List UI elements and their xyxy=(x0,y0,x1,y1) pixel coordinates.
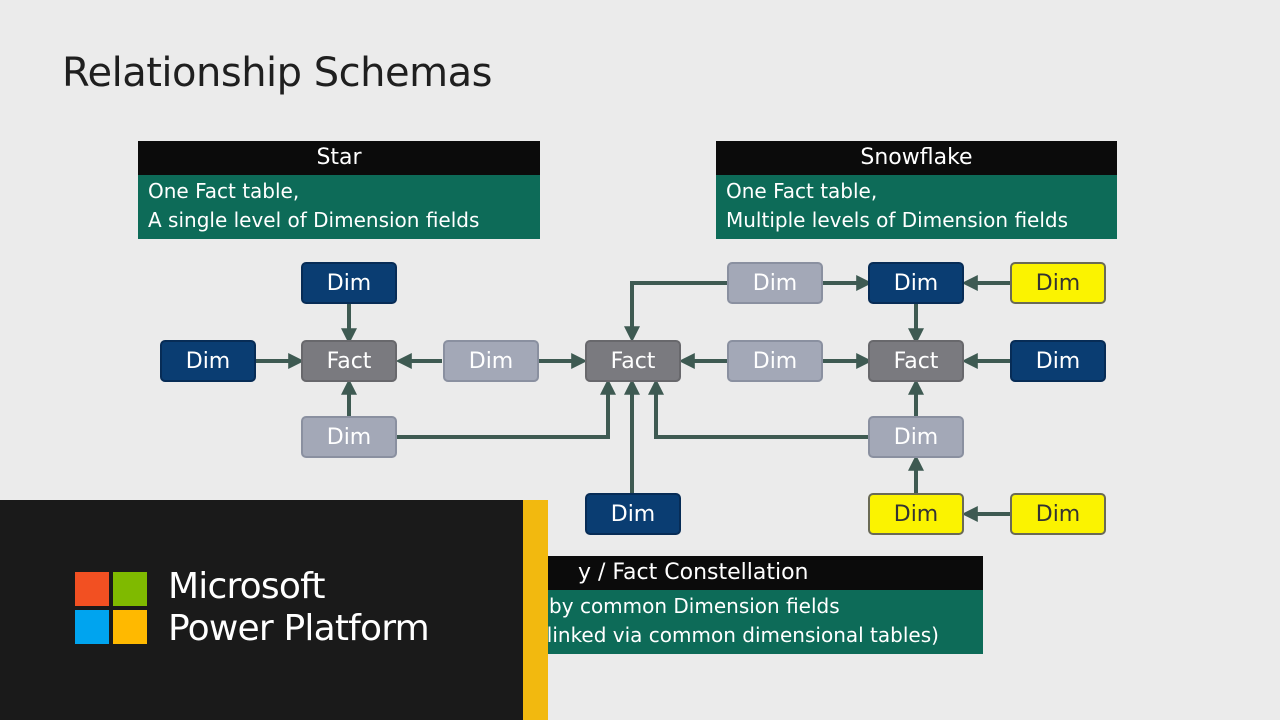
snowflake-description: One Fact table, Multiple levels of Dimen… xyxy=(716,175,1117,239)
snow-dim-lower: Dim xyxy=(868,416,964,458)
snow-dim-right: Dim xyxy=(1010,340,1106,382)
center-dim-bottom: Dim xyxy=(585,493,681,535)
snow-dim-middle-light: Dim xyxy=(727,340,823,382)
star-line-1: One Fact table, xyxy=(148,179,300,203)
shared-dim: Dim xyxy=(443,340,539,382)
snowflake-callout: Snowflake One Fact table, Multiple level… xyxy=(716,141,1117,239)
star-callout: Star One Fact table, A single level of D… xyxy=(138,141,540,239)
star-line-2: A single level of Dimension fields xyxy=(148,208,480,232)
galaxy-line-1: d by common Dimension fields xyxy=(530,594,840,618)
star-heading: Star xyxy=(138,141,540,175)
page-title: Relationship Schemas xyxy=(62,50,492,96)
link-snow-top-to-center-fact xyxy=(624,281,727,343)
galaxy-callout: y / Fact Constellation d by common Dimen… xyxy=(520,556,983,654)
star-dim-top: Dim xyxy=(301,262,397,304)
star-description: One Fact table, A single level of Dimens… xyxy=(138,175,540,239)
snow-dim-top-light: Dim xyxy=(727,262,823,304)
center-fact: Fact xyxy=(585,340,681,382)
snow-dim-top-dark: Dim xyxy=(868,262,964,304)
snow-dim-bottom-right-yellow: Dim xyxy=(1010,493,1106,535)
link-snow-lower-to-center-fact xyxy=(648,378,868,439)
galaxy-description: d by common Dimension fields s linked vi… xyxy=(520,590,983,654)
snow-dim-top-yellow: Dim xyxy=(1010,262,1106,304)
brand-line-1: Microsoft xyxy=(168,566,325,607)
brand-accent-bar xyxy=(523,500,548,720)
brand-line-2: Power Platform xyxy=(168,608,430,649)
snowflake-line-1: One Fact table, xyxy=(726,179,878,203)
star-dim-bottom: Dim xyxy=(301,416,397,458)
galaxy-line-2: s linked via common dimensional tables) xyxy=(530,623,939,647)
galaxy-heading: y / Fact Constellation xyxy=(520,556,983,590)
snow-dim-bottom-yellow: Dim xyxy=(868,493,964,535)
link-star-bottom-to-center-fact xyxy=(397,378,616,439)
brand-panel: Microsoft Power Platform xyxy=(0,500,523,720)
star-dim-left: Dim xyxy=(160,340,256,382)
microsoft-logo-icon xyxy=(75,572,147,644)
snowflake-line-2: Multiple levels of Dimension fields xyxy=(726,208,1069,232)
snow-fact: Fact xyxy=(868,340,964,382)
snowflake-heading: Snowflake xyxy=(716,141,1117,175)
brand-name: Microsoft Power Platform xyxy=(168,566,430,650)
star-fact: Fact xyxy=(301,340,397,382)
